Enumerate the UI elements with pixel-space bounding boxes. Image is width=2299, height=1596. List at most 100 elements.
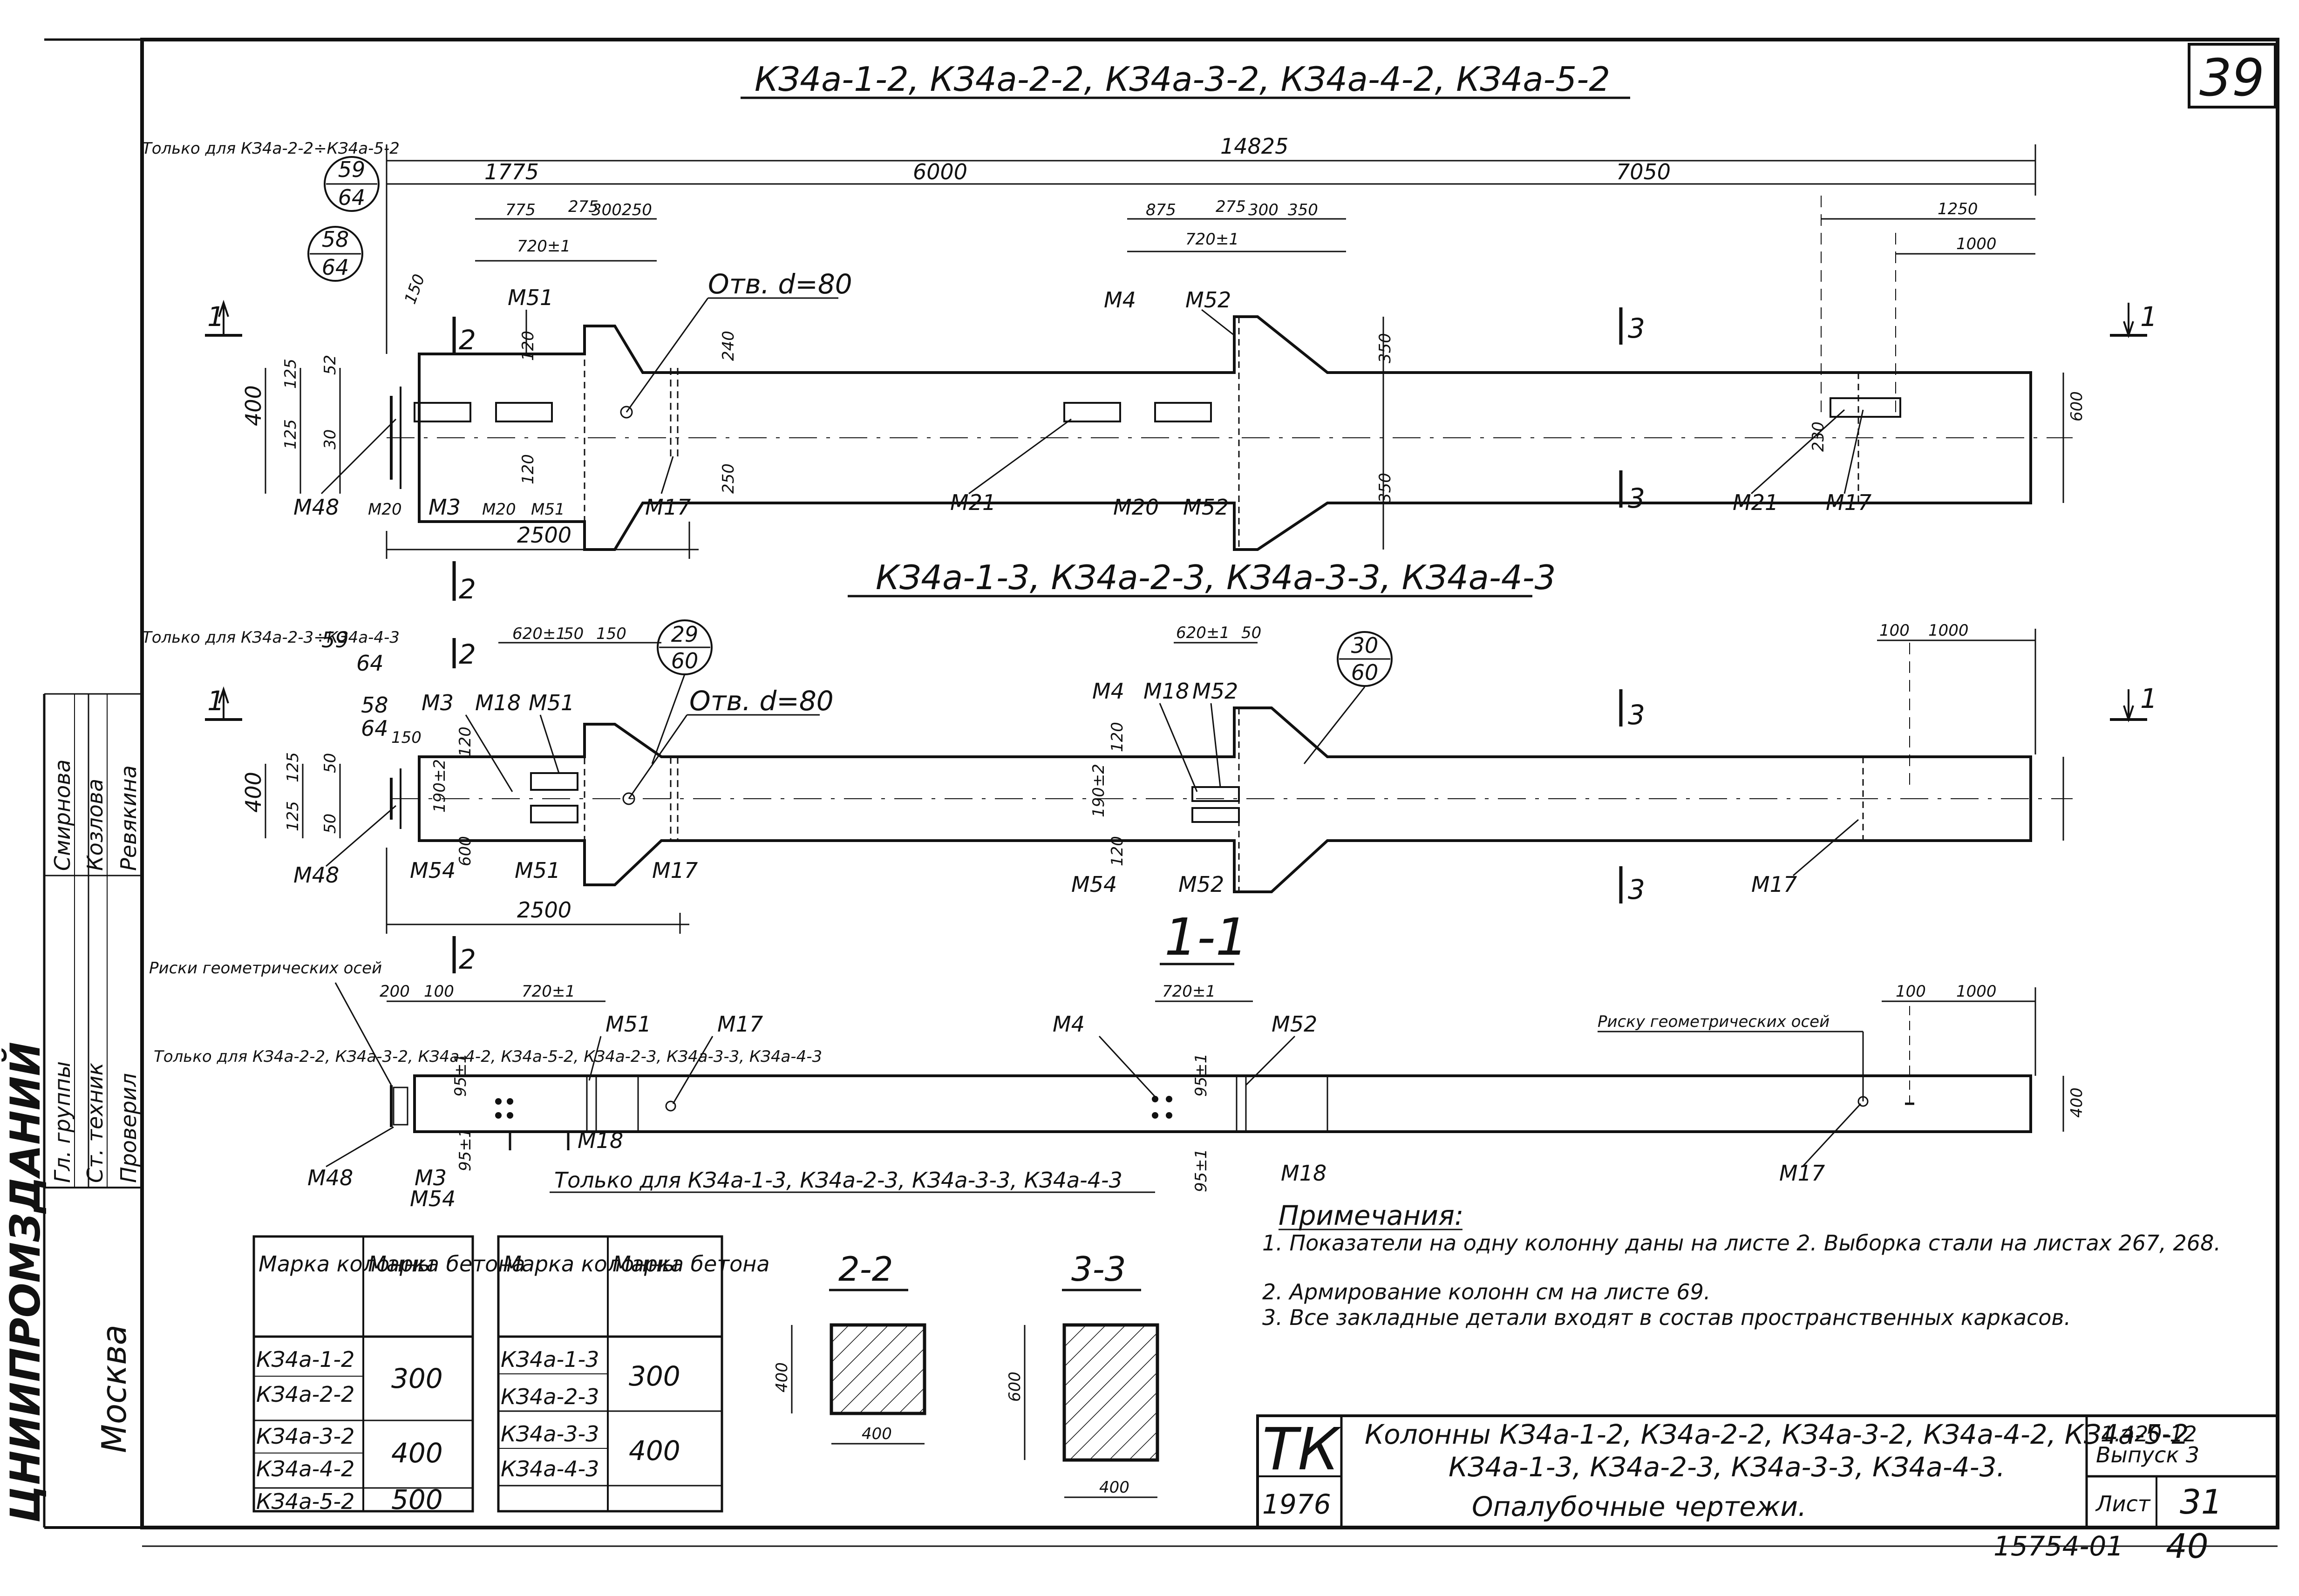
row2-sub-m-0: 620±1 (1176, 624, 1230, 642)
row3-v-4: 400 (2068, 1087, 2086, 1118)
sheet-frame (44, 38, 2279, 1547)
t2-r2c0: КЗ4а-3-3 (501, 1421, 599, 1447)
t1-r3c0: КЗ4а-4-2 (256, 1456, 354, 1481)
t1-r1c0: КЗ4а-2-2 (256, 1382, 354, 1407)
row3-v-3: 95±1 (1192, 1149, 1211, 1192)
row1-title: КЗ4а-1-2, КЗ4а-2-2, КЗ4а-3-2, КЗ4а-4-2, … (755, 60, 1610, 99)
t2-h2: Марка бетона (612, 1251, 770, 1277)
row1-part-7: М51 (531, 500, 565, 519)
notes: Примечания: 1. Показатели на одну колонн… (1262, 1200, 2221, 1330)
row2-v-6: 190±2 (430, 759, 449, 813)
row1-part-5: М3 (429, 495, 461, 520)
row1-dim-1: 1775 (484, 159, 539, 184)
row2-note: Только для КЗ4а-2-3÷КЗ4а-4-3 (142, 628, 400, 647)
stamp-role-1: Гл. группы (50, 1061, 75, 1183)
tb-year: 1976 (1262, 1488, 1331, 1520)
row2-callout-3a: 29 (671, 622, 699, 647)
row3-top-l-0: 200 (380, 982, 410, 1001)
notes-item-2: 2. Армирование колонн см на листе 69. (1262, 1279, 1711, 1304)
t2-r0c0: КЗ4а-1-3 (501, 1347, 599, 1372)
row1-v-10: 120 (519, 331, 537, 361)
t2-r0c1: 300 (629, 1360, 680, 1392)
row1-v-0: 150 (401, 272, 429, 306)
t1-h1: Марка колонны (258, 1251, 435, 1277)
row1-sub-m-2: 300 (1248, 201, 1279, 219)
row1-part-9: М21 (950, 490, 996, 515)
t1-r4c1: 500 (391, 1484, 443, 1515)
tb-issue: Выпуск 3 (2096, 1442, 2199, 1467)
row1-sub-m-3: 350 (1288, 201, 1318, 219)
row1-section-1-right: 1 (2110, 301, 2157, 339)
row2-part-9: М17 (652, 858, 698, 883)
row3-v-2: 95±1 (1192, 1053, 1211, 1097)
tb-sheet-label: Лист (2095, 1491, 2151, 1516)
row1-callout-2a: 58 (322, 227, 349, 252)
row3-part-5: М3 (415, 1165, 447, 1190)
row2-part-7: М54 (410, 858, 456, 883)
row1-sub-l-1: 275 (568, 197, 599, 216)
row3-part-4: М48 (307, 1165, 353, 1190)
tb-tk: ТК (1262, 1416, 1341, 1483)
row3-title: 1-1 (1164, 907, 1248, 967)
row1-part-3: М48 (293, 495, 339, 520)
t2-r2c1: 400 (629, 1435, 680, 1467)
row1-sec-3a: 3 (1628, 312, 1645, 344)
row1-note: Только для КЗ4а-2-2÷КЗ4а-5-2 (142, 139, 400, 158)
row1-v-12: 250 (719, 463, 738, 494)
sec33-w: 400 (1099, 1478, 1129, 1497)
row3-part-9: М17 (1779, 1161, 1825, 1186)
t1-r4c0: КЗ4а-5-2 (256, 1489, 354, 1514)
row1-v-4: 30 (321, 429, 340, 449)
row3-part-6: М54 (410, 1186, 456, 1211)
sec22-w: 400 (862, 1425, 892, 1443)
row1-v-6: 240 (719, 331, 738, 361)
tb-desc-1: Колонны КЗ4а-1-2, КЗ4а-2-2, КЗ4а-3-2, КЗ… (1365, 1419, 2189, 1450)
row1-sub-m-1: 275 (1216, 197, 1246, 216)
tb-code: 1.420-12 (2101, 1421, 2197, 1447)
row2-sub-r-1: 1000 (1928, 621, 1969, 640)
row1-callout-1a: 59 (338, 157, 366, 182)
row2-v-8: 190±2 (1089, 764, 1108, 817)
row2-part-1: М18 (475, 690, 521, 715)
row1-sec-2a: 2 (459, 324, 476, 356)
row1-sec-2b: 2 (459, 573, 476, 605)
row2-dim-bottom: 2500 (517, 897, 571, 923)
row2-callout-1b: 64 (356, 651, 384, 676)
stamp-role-3: Проверил (116, 1073, 141, 1183)
row1-section-1-left: 1 (205, 299, 242, 337)
stamp-name-1: Смирнова (50, 760, 75, 871)
bottom-page: 40 (2166, 1527, 2209, 1566)
row3-top-l-1: 100 (424, 982, 454, 1001)
row1-sec-3b: 3 (1628, 482, 1645, 514)
t1-h2: Марка бетона (368, 1251, 525, 1277)
row1-v-13: 230 (1809, 421, 1828, 452)
row1-v-3: 125 (281, 419, 300, 449)
row2-hole: Отв. d=80 (689, 685, 834, 717)
row1-part-13: М17 (1826, 490, 1871, 515)
row2-sec-3a: 3 (1628, 699, 1645, 731)
row2-part-3: М4 (1092, 679, 1124, 704)
t1-r2c1: 400 (391, 1437, 443, 1469)
row1-sec-1b: 1 (2140, 301, 2157, 333)
t1-r0c1: 300 (391, 1363, 443, 1394)
row1-v-8: 350 (1376, 333, 1394, 363)
row1-dim-bottom: 2500 (517, 523, 571, 548)
row1-sub-m-0: 875 (1146, 201, 1176, 219)
notes-title: Примечания: (1279, 1200, 1463, 1231)
row3-part-2: М4 (1053, 1012, 1085, 1037)
row2-part-4: М18 (1143, 679, 1189, 704)
row1-v-5: 400 (241, 385, 266, 426)
row3-top-l-2: 720±1 (522, 982, 575, 1001)
row3-top-r-1: 1000 (1956, 982, 1997, 1001)
sec33-title: 3-3 (1071, 1250, 1126, 1289)
row3-note-bottom: Только для КЗ4а-1-3, КЗ4а-2-3, КЗ4а-3-3,… (554, 1168, 1122, 1193)
row1-hole: Отв. d=80 (708, 268, 852, 300)
row2-sec-2a: 2 (459, 638, 476, 670)
row1-dim-3: 7050 (1616, 159, 1671, 184)
row3-part-3: М52 (1272, 1012, 1317, 1037)
row2-v-5: 120 (456, 727, 475, 757)
row2-sub-r-0: 100 (1879, 621, 1910, 640)
t2-h1: Марка колонны (503, 1251, 679, 1277)
row3-part-0: М51 (605, 1012, 651, 1037)
row1-part-0: М51 (508, 285, 553, 310)
